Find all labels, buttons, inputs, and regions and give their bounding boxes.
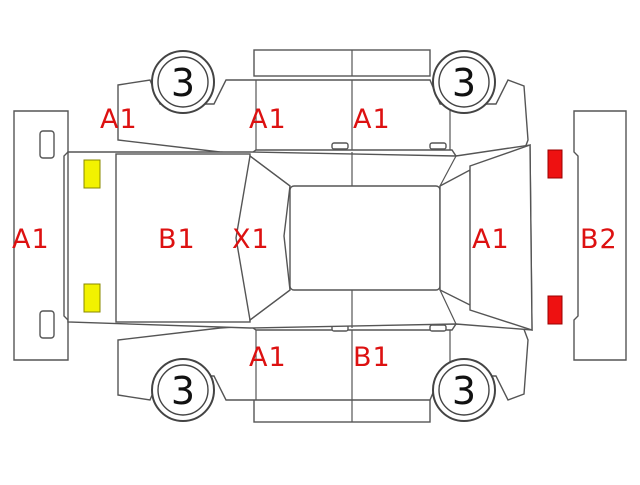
label-windshield: X1 bbox=[232, 224, 270, 255]
top-view-body bbox=[67, 144, 533, 331]
label-left-front-corner: A1 bbox=[100, 104, 138, 135]
wheel-front-right-grade: 3 bbox=[171, 369, 195, 413]
top-side-sill bbox=[253, 49, 431, 77]
rear-window-panel bbox=[439, 168, 473, 308]
wheel-rear-right-grade: 3 bbox=[452, 369, 476, 413]
label-left-rear-door: A1 bbox=[353, 104, 391, 135]
wheel-front-left-grade: 3 bbox=[171, 61, 195, 105]
label-front-bumper: A1 bbox=[12, 224, 50, 255]
rear-lamp-lower bbox=[547, 295, 563, 325]
roof-panel bbox=[289, 185, 441, 291]
rear-lamp-upper bbox=[547, 149, 563, 179]
label-right-front-door: A1 bbox=[249, 342, 287, 373]
wheel-front-left: 3 bbox=[151, 50, 215, 114]
wheel-front-right: 3 bbox=[151, 358, 215, 422]
label-left-front-door: A1 bbox=[249, 104, 287, 135]
wheel-rear-right: 3 bbox=[432, 358, 496, 422]
label-hood: B1 bbox=[158, 224, 196, 255]
wheel-rear-left-grade: 3 bbox=[452, 61, 476, 105]
front-lamp-lower bbox=[83, 283, 101, 313]
label-rear-bumper: B2 bbox=[580, 224, 618, 255]
trunk-panel bbox=[469, 144, 533, 331]
rear-bumper-panel bbox=[573, 110, 627, 361]
front-lamp-upper bbox=[83, 159, 101, 189]
hood-panel bbox=[115, 153, 251, 323]
bottom-side-sill bbox=[253, 397, 431, 423]
label-trunk: A1 bbox=[472, 224, 510, 255]
front-bumper-panel bbox=[13, 110, 69, 361]
wheel-rear-left: 3 bbox=[432, 50, 496, 114]
label-right-rear-door: B1 bbox=[353, 342, 391, 373]
left-side-profile bbox=[117, 79, 529, 157]
